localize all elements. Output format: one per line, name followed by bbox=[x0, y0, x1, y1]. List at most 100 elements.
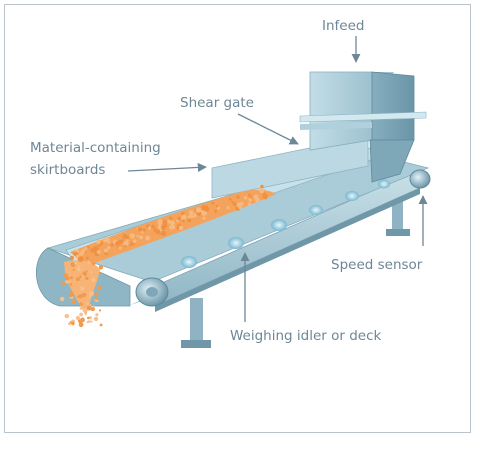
idler-roller bbox=[345, 191, 359, 201]
material-particle bbox=[98, 309, 102, 312]
material-particle bbox=[79, 275, 82, 279]
material-particle bbox=[68, 292, 74, 298]
material-particle bbox=[159, 227, 162, 230]
material-particle bbox=[85, 270, 88, 273]
material-particle bbox=[76, 267, 81, 272]
label-speed-sensor: Speed sensor bbox=[331, 257, 423, 273]
material-particle bbox=[96, 299, 99, 303]
material-particle bbox=[115, 241, 120, 246]
material-particle bbox=[73, 252, 77, 255]
material-particle bbox=[125, 239, 129, 242]
material-particle bbox=[71, 262, 76, 268]
material-particle bbox=[84, 247, 88, 250]
material-particle bbox=[89, 291, 94, 296]
material-particle bbox=[136, 234, 139, 238]
material-particle bbox=[129, 233, 135, 239]
material-particle bbox=[107, 246, 111, 250]
material-particle bbox=[157, 219, 163, 225]
material-particle bbox=[100, 261, 103, 264]
material-particle bbox=[82, 307, 88, 313]
material-particle bbox=[85, 276, 89, 280]
material-particle bbox=[181, 211, 185, 216]
material-particles bbox=[60, 184, 268, 328]
material-particle bbox=[79, 312, 83, 317]
label-infeed: Infeed bbox=[322, 18, 364, 34]
material-particle bbox=[77, 256, 84, 262]
material-particle bbox=[94, 299, 97, 302]
shear-gate-arrow bbox=[237, 113, 299, 145]
material-particle bbox=[86, 302, 89, 306]
label-weighing-idler: Weighing idler or deck bbox=[230, 328, 382, 344]
material-particle bbox=[99, 323, 103, 327]
material-particle bbox=[260, 184, 264, 189]
idler-roller bbox=[378, 179, 390, 189]
material-particle bbox=[94, 292, 99, 297]
material-particle bbox=[68, 322, 71, 326]
idler-rollers bbox=[181, 179, 390, 268]
material-particle bbox=[86, 321, 89, 324]
material-particle bbox=[226, 206, 230, 210]
material-particle bbox=[204, 206, 210, 212]
material-particle bbox=[86, 246, 90, 249]
material-particle bbox=[178, 225, 184, 230]
material-particle bbox=[118, 246, 122, 250]
material-particle bbox=[86, 305, 92, 311]
material-particle bbox=[99, 272, 103, 275]
material-particle bbox=[211, 201, 215, 205]
material-particle bbox=[155, 229, 161, 235]
material-particle bbox=[82, 292, 87, 298]
material-particle bbox=[78, 322, 84, 328]
material-particle bbox=[243, 196, 248, 200]
material-particle bbox=[195, 207, 202, 213]
material-particle bbox=[65, 276, 70, 281]
material-particle bbox=[79, 307, 83, 310]
material-particle bbox=[253, 194, 259, 200]
material-particle bbox=[167, 219, 171, 224]
material-particle bbox=[81, 275, 85, 278]
material-particle bbox=[92, 261, 96, 266]
material-particle bbox=[91, 277, 96, 282]
material-particle bbox=[177, 216, 182, 221]
label-skirtboards-line2: skirtboards bbox=[30, 162, 105, 178]
material-particle bbox=[79, 286, 84, 290]
material-particle bbox=[81, 248, 86, 253]
material-particle bbox=[124, 245, 127, 248]
material-particle bbox=[61, 282, 65, 286]
material-particle bbox=[121, 239, 124, 242]
material-particle bbox=[139, 235, 144, 240]
material-particle bbox=[90, 271, 93, 274]
material-particle bbox=[86, 256, 89, 260]
material-particle bbox=[170, 225, 176, 230]
side-frame-beam-lower bbox=[155, 188, 420, 312]
material-particle bbox=[89, 304, 92, 307]
material-particle bbox=[213, 209, 217, 213]
conveyor-legs-rear bbox=[386, 188, 410, 236]
material-particle bbox=[76, 277, 80, 282]
material-particle bbox=[69, 283, 73, 286]
material-particle bbox=[102, 237, 108, 243]
material-particle bbox=[100, 241, 104, 245]
material-particle bbox=[248, 198, 252, 202]
label-shear-gate: Shear gate bbox=[180, 95, 254, 111]
idler-roller bbox=[309, 205, 323, 215]
material-particle bbox=[137, 227, 143, 232]
material-particle bbox=[125, 235, 129, 239]
material-particle bbox=[98, 265, 104, 270]
material-particle bbox=[90, 307, 95, 312]
material-particle bbox=[74, 261, 78, 265]
material-particle bbox=[181, 219, 185, 223]
material-particle bbox=[71, 299, 76, 304]
material-particle bbox=[216, 206, 221, 210]
material-particle bbox=[72, 268, 75, 272]
material-particle bbox=[247, 202, 252, 206]
material-particle bbox=[64, 313, 70, 319]
material-particle bbox=[201, 205, 205, 208]
material-particle bbox=[75, 315, 80, 321]
material-particle bbox=[238, 205, 242, 209]
head-pulley bbox=[409, 169, 431, 189]
material-particle bbox=[123, 240, 129, 246]
idler-roller bbox=[271, 219, 287, 231]
material-particle bbox=[145, 235, 151, 241]
skirtboards-arrow bbox=[127, 162, 207, 172]
